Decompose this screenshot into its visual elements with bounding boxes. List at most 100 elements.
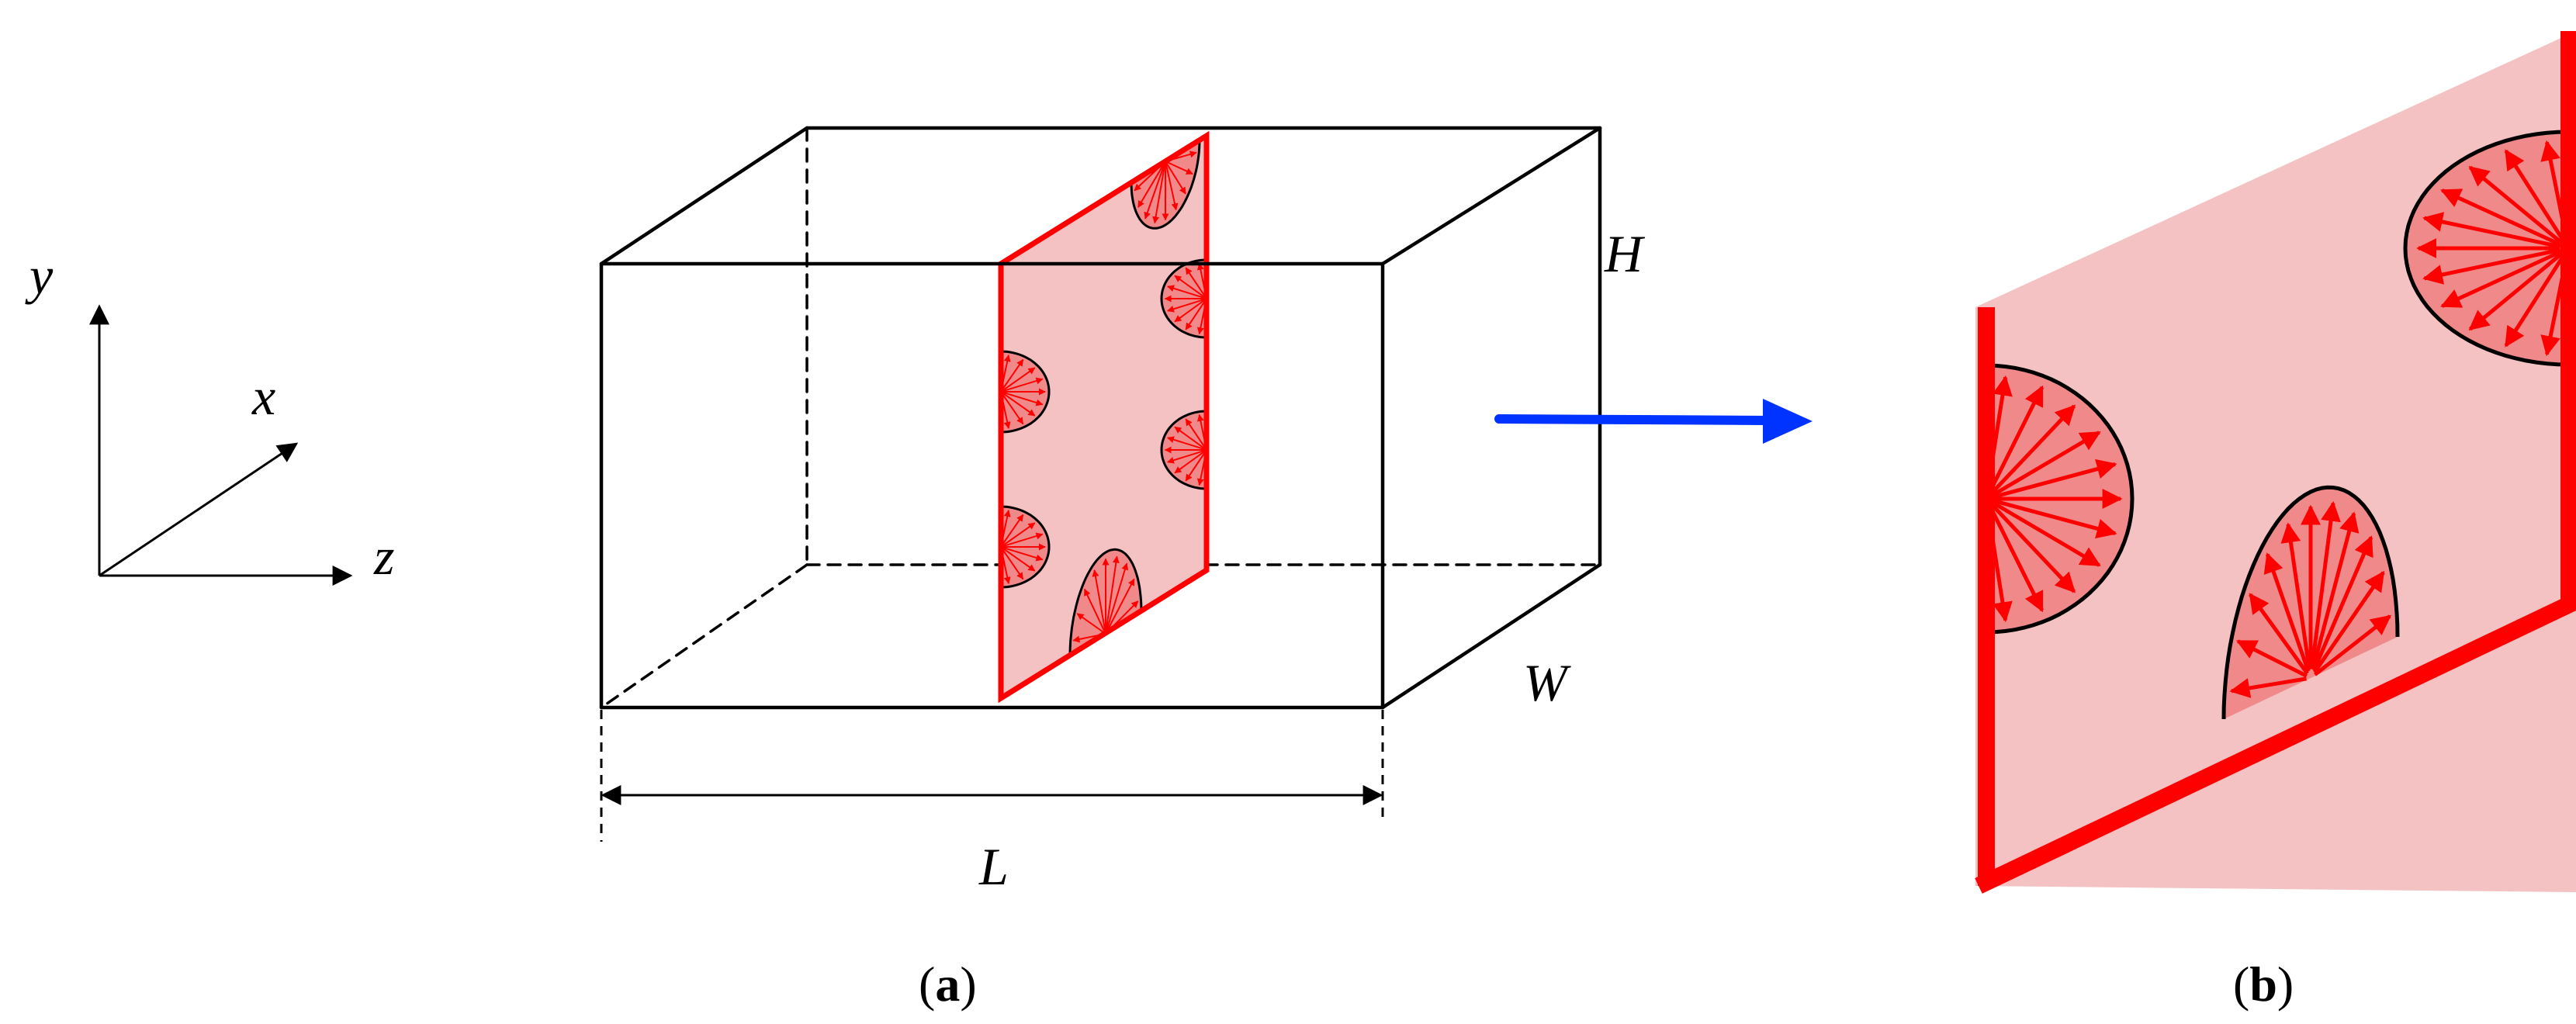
bubble (1068, 548, 1143, 656)
bubble-arrow (1076, 613, 1105, 634)
x-axis (99, 442, 299, 577)
bubble-arrow (2422, 212, 2561, 249)
box-edge (1380, 126, 1602, 266)
bubble-arrow (1185, 451, 1207, 482)
bubble-arrow (2504, 252, 2567, 348)
panel-label-b: (b) (2233, 957, 2294, 1012)
bubble-outline (1986, 363, 2135, 635)
bubble-arrow (1002, 546, 1044, 562)
bubble-arrow (2504, 149, 2567, 244)
bubble-arrow (1002, 392, 1036, 417)
paren-open: ( (919, 957, 935, 1012)
bubble-arrow (1002, 391, 1044, 406)
length-label: L (978, 837, 1009, 896)
bubble-arrow (1167, 449, 1205, 464)
bubble-arrow (1002, 367, 1036, 392)
bubble-outline (2221, 485, 2400, 720)
bubble (1160, 258, 1207, 339)
bubble-arrow (1185, 267, 1207, 298)
bubble-arrow (2422, 247, 2561, 285)
coordinate-axes (89, 304, 353, 586)
panel-letter: b (2249, 957, 2277, 1012)
bubble-arrow (1002, 532, 1044, 548)
bubble-arrow (1165, 162, 1186, 195)
bubble-arrow (2249, 593, 2309, 675)
bubble-arrow (2468, 251, 2564, 331)
bubble-arrow (1001, 358, 1024, 391)
bubble-arrow (1002, 522, 1036, 547)
width-label: W (1523, 653, 1571, 712)
zoomed-cross-section (1975, 31, 2576, 894)
bubble-arrow (1989, 502, 2076, 593)
bubble-arrow (1174, 426, 1206, 450)
bubble-outline (1068, 548, 1143, 656)
bubble-arrow (1993, 458, 2117, 500)
paren-close: ) (2277, 957, 2294, 1012)
zoom-plane-bottom-edge (1975, 593, 2576, 894)
bubble-arrow (1002, 547, 1036, 572)
bubble-arrow (1991, 431, 2101, 497)
bubble-arrow (1167, 298, 1205, 313)
bubble-arrow (1167, 285, 1205, 299)
bubble-arrow (1167, 436, 1205, 451)
right-arrow-icon (1494, 399, 1813, 444)
bubble-outline (2403, 130, 2569, 367)
height-label: H (1604, 224, 1646, 283)
length-dimension (600, 710, 1384, 842)
paren-close: ) (960, 957, 976, 1012)
bubble-arrow (1106, 578, 1135, 631)
bubble-arrow (2280, 522, 2311, 670)
bubble-arrow (2229, 676, 2307, 698)
bubble-arrow (1144, 164, 1165, 220)
bubble (2221, 485, 2400, 720)
panel-label-a: (a) (919, 957, 977, 1012)
paren-open: ( (2233, 957, 2249, 1012)
box-edge (599, 126, 809, 266)
bubble-arrow (2468, 165, 2564, 246)
bubble-arrow (2440, 249, 2563, 308)
bubble-arrow (1989, 404, 2076, 496)
bubbles-small (1000, 140, 1207, 656)
bubble-arrow (2263, 552, 2311, 673)
bubble-arrow (2311, 511, 2360, 670)
bubble-arrow (2313, 614, 2392, 676)
panel-letter: a (935, 957, 960, 1012)
bubble-arrow (1001, 393, 1024, 425)
bubble-arrow (1166, 161, 1193, 175)
bubble-arrow (2310, 500, 2341, 669)
bubble-outline (1160, 410, 1207, 490)
x-axis-label: x (251, 367, 275, 426)
bubble-arrow (2235, 639, 2308, 678)
bubble-arrow (1174, 275, 1206, 299)
bubble-arrow (1987, 503, 2045, 613)
bubble-arrow (1174, 299, 1206, 323)
bubble-arrow (1137, 163, 1165, 208)
bubble-arrow (1152, 164, 1166, 224)
bubble-arrow (1993, 498, 2117, 539)
bubble-arrow (1185, 299, 1207, 330)
bubble-arrow (2313, 570, 2385, 674)
bubble-arrow (2440, 189, 2563, 247)
y-axis-label: y (25, 246, 54, 305)
bubble-arrow (1002, 377, 1044, 393)
bubble-outline (1000, 505, 1051, 589)
plane-border (998, 130, 1210, 704)
plane-fill (1001, 136, 1207, 698)
bubble-arrow (1165, 164, 1179, 211)
bubble-arrow (1092, 569, 1106, 631)
bubble-outline (1000, 350, 1051, 434)
bubble-arrow (1083, 588, 1106, 632)
bubble (2403, 130, 2569, 367)
box-edge (1380, 562, 1602, 710)
box-front-face (599, 261, 1385, 710)
channel-box (599, 126, 1602, 710)
hidden-edge (600, 563, 808, 709)
bubble-outline (1130, 140, 1201, 230)
bubble (1000, 350, 1051, 434)
bubble-arrow (2311, 535, 2373, 672)
cross-section-plane (998, 130, 1210, 704)
bubble-arrow (1106, 562, 1129, 631)
bubble-arrow (1987, 385, 2045, 494)
bubble-arrow (1001, 514, 1024, 546)
